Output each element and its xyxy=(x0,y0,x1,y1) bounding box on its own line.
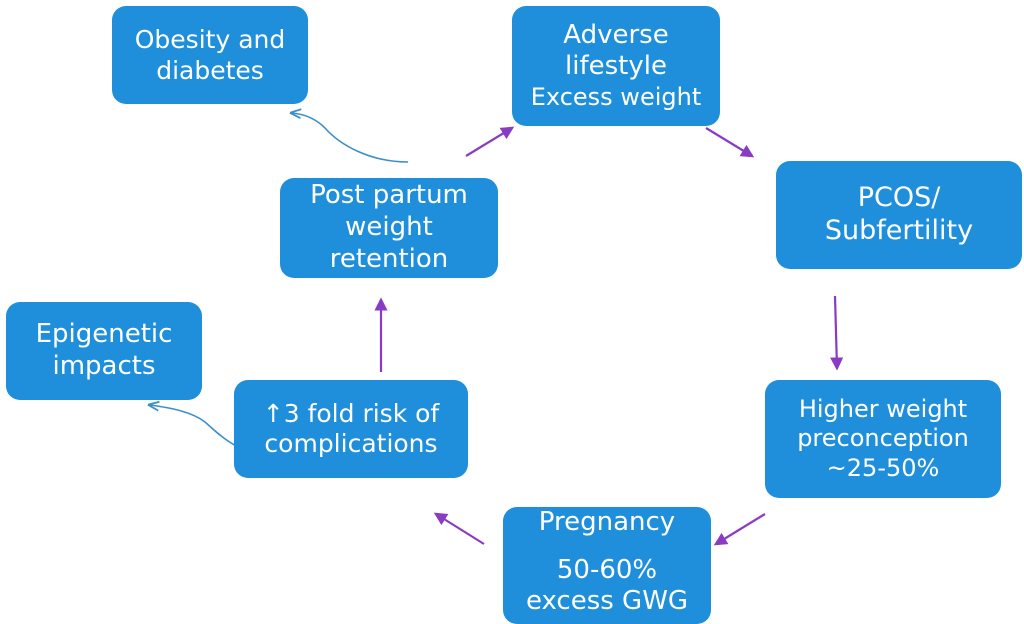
node-complications-risk: ↑3 fold risk of complications xyxy=(234,380,468,478)
node-pcos-subfertility: PCOS/ Subfertility xyxy=(776,161,1022,269)
node-text-line: diabetes xyxy=(156,56,264,85)
node-text-line: 50-60% xyxy=(556,554,658,585)
arrow-adverse-to-pcos xyxy=(705,127,755,158)
node-text-line: ~25-50% xyxy=(826,453,940,482)
node-adverse-lifestyle: Adverse lifestyle Excess weight xyxy=(512,6,720,126)
node-obesity-and-diabetes: Obesity and diabetes xyxy=(112,6,308,104)
node-text-line: Subfertility xyxy=(824,215,974,246)
node-text-line: Post partum xyxy=(310,180,468,211)
node-postpartum-weight-retention: Post partum weight retention xyxy=(280,178,498,278)
node-text-line: complications xyxy=(264,429,438,458)
arrow-pregnancy-to-risk xyxy=(433,512,485,545)
arrow-higher-weight-to-pregnancy xyxy=(713,513,766,546)
node-text-line: excess GWG xyxy=(525,586,689,617)
node-text-line: Excess weight xyxy=(530,83,702,112)
node-epigenetic-impacts: Epigenetic impacts xyxy=(6,302,202,400)
node-text-line: Pregnancy xyxy=(538,507,676,537)
node-higher-weight-preconception: Higher weight preconception ~25-50% xyxy=(765,380,1001,498)
arrow-pcos-to-higher-weight xyxy=(830,295,844,371)
node-text-line: Epigenetic xyxy=(35,319,173,350)
node-text-line: PCOS/ xyxy=(857,182,941,214)
node-text-line: retention xyxy=(329,243,449,274)
node-text-line: weight xyxy=(345,212,433,243)
node-text-line: impacts xyxy=(52,351,156,381)
node-pregnancy: Pregnancy 50-60% excess GWG xyxy=(503,507,711,624)
arrow-postpartum-to-adverse xyxy=(465,126,515,157)
node-text-line: Obesity and xyxy=(134,24,286,54)
node-text-line: preconception xyxy=(797,424,969,453)
node-text-line: Adverse xyxy=(563,19,669,50)
node-text-line: ↑3 fold risk of xyxy=(262,398,440,428)
node-text-line: lifestyle xyxy=(565,51,667,82)
node-text-line: Higher weight xyxy=(798,395,968,424)
arrow-postpartum-to-obesity xyxy=(292,113,409,163)
